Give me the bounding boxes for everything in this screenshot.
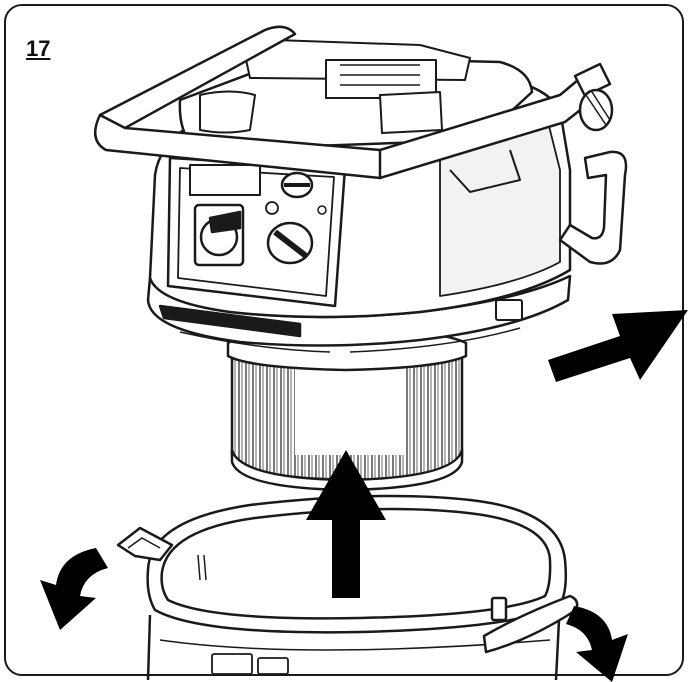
arrow-right-icon <box>548 310 688 382</box>
step-number: 17 <box>26 36 51 61</box>
motor-head <box>146 39 572 353</box>
curved-arrow-right-icon <box>566 606 628 682</box>
curved-arrow-left-icon <box>40 548 108 630</box>
carry-handle <box>93 25 628 265</box>
arrow-up-icon <box>306 450 386 598</box>
filter-cartridge <box>226 326 468 492</box>
